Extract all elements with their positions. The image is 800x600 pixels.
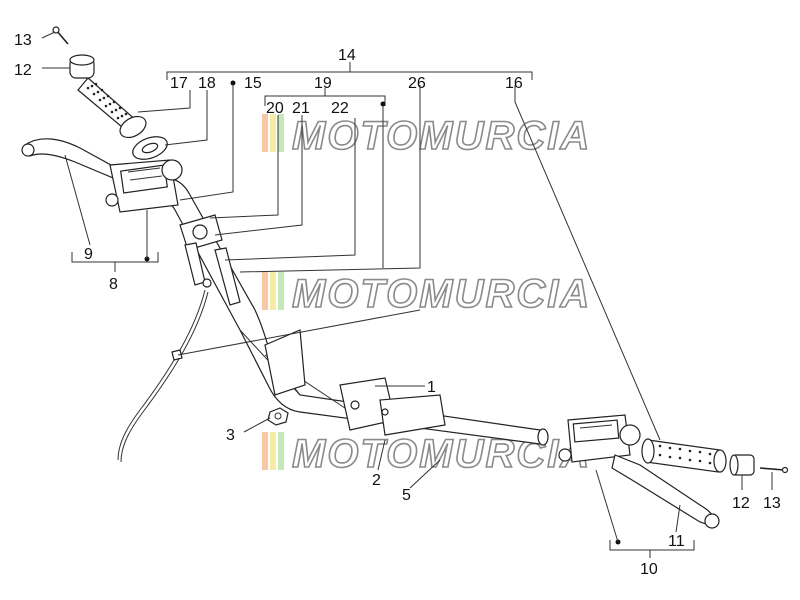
label-8: 8: [109, 276, 118, 293]
label-9: 9: [84, 246, 93, 263]
leader-lines: [41, 31, 773, 558]
label-20: 20: [266, 100, 284, 117]
label-13-right: 13: [763, 495, 781, 512]
left-grip: [77, 77, 147, 139]
left-brake-lever: [21, 138, 121, 181]
label-5: 5: [402, 487, 411, 504]
watermark-middle: MOTOMURCIA: [262, 271, 591, 317]
label-1: 1: [427, 379, 436, 396]
left-grip-ring: [132, 136, 168, 160]
label-22: 22: [331, 100, 349, 117]
handlebar-clamp: [264, 329, 446, 436]
right-grip: [641, 438, 727, 473]
watermark-top: MOTOMURCIA: [262, 113, 591, 159]
right-brake-pump: [558, 414, 641, 463]
label-12-left: 12: [14, 62, 32, 79]
label-19: 19: [314, 75, 332, 92]
watermark-text-middle: MOTOMURCIA: [292, 272, 591, 316]
label-15: 15: [244, 75, 262, 92]
watermark-text-top: MOTOMURCIA: [292, 114, 591, 158]
throttle-cable: [117, 289, 209, 463]
right-bar-end-weight: [729, 454, 755, 476]
nut-part-3: [267, 407, 289, 426]
label-26: 26: [408, 75, 426, 92]
label-13-left: 13: [14, 32, 32, 49]
label-16: 16: [505, 75, 523, 92]
right-bar-end-screw: [759, 466, 789, 474]
label-14: 14: [338, 47, 356, 64]
label-2: 2: [372, 472, 381, 489]
label-17: 17: [170, 75, 188, 92]
left-bar-end-weight: [69, 54, 95, 79]
label-21: 21: [292, 100, 310, 117]
throttle-assembly: [179, 214, 241, 306]
label-3: 3: [226, 427, 235, 444]
label-10: 10: [640, 561, 658, 578]
left-brake-pump: [105, 159, 183, 213]
right-brake-lever: [611, 454, 720, 529]
label-12-right: 12: [732, 495, 750, 512]
label-11: 11: [668, 533, 685, 550]
left-bar-end-screw: [52, 26, 69, 45]
label-18: 18: [198, 75, 216, 92]
part-labels: 13 12 14 17 18 15 19 26 16 20 21 22 9 8 …: [14, 32, 781, 578]
